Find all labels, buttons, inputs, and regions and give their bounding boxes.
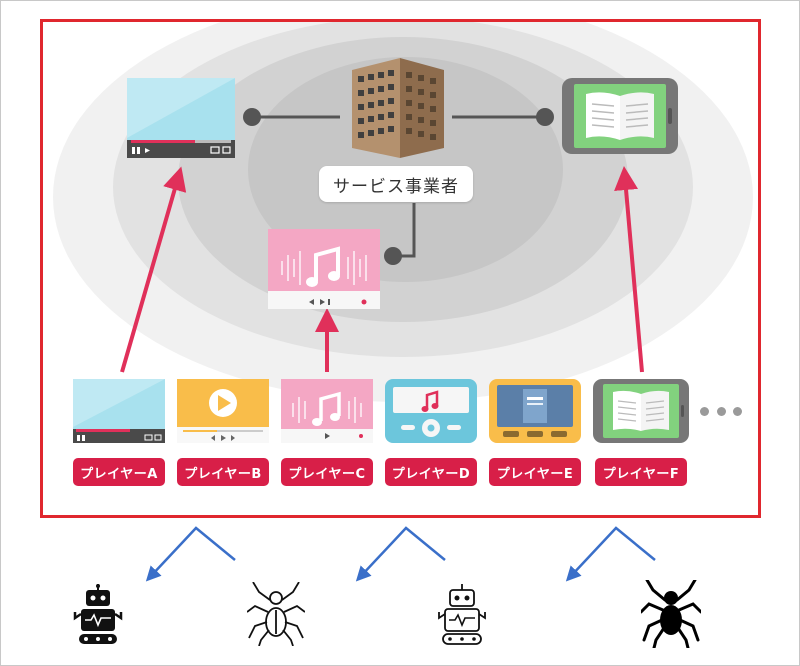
player-label-a: プレイヤーA bbox=[73, 458, 165, 486]
player-d-icon bbox=[385, 379, 477, 443]
ebook-tablet-icon bbox=[562, 78, 678, 154]
building-icon bbox=[352, 58, 444, 158]
player-label-f: プレイヤーF bbox=[595, 458, 687, 486]
player-label-c: プレイヤーC bbox=[281, 458, 373, 486]
player-label-e: プレイヤーE bbox=[489, 458, 581, 486]
player-a-icon bbox=[73, 379, 165, 443]
crawler-arrow-1 bbox=[145, 526, 236, 582]
video-player-icon bbox=[127, 78, 235, 158]
player-label-d: プレイヤーD bbox=[385, 458, 477, 486]
music-player-icon bbox=[268, 229, 380, 309]
more-players-dots bbox=[700, 401, 742, 421]
robot-icon bbox=[73, 584, 123, 644]
spider-solid-icon bbox=[641, 580, 701, 648]
service-provider-label: サービス事業者 bbox=[319, 166, 473, 202]
spider-outline-icon bbox=[247, 582, 305, 646]
player-label-b: プレイヤーB bbox=[177, 458, 269, 486]
robot-outline-icon bbox=[438, 584, 486, 645]
player-c-icon bbox=[281, 379, 373, 443]
crawler-arrow-3 bbox=[565, 526, 656, 582]
player-e-icon bbox=[489, 379, 581, 443]
player-f-icon bbox=[593, 379, 689, 443]
player-b-icon bbox=[177, 379, 269, 443]
crawler-arrow-2 bbox=[355, 526, 446, 582]
